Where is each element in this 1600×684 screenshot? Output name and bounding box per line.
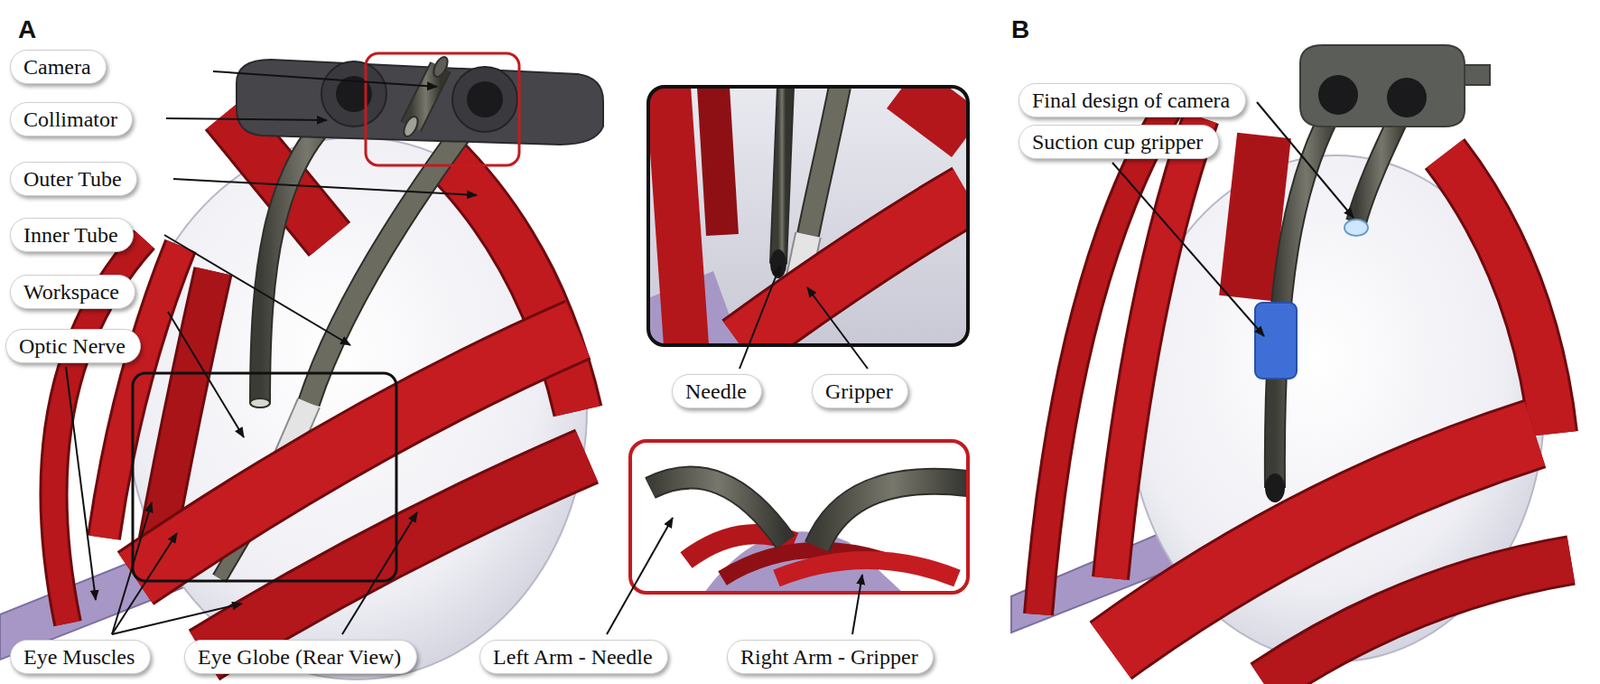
callout-text: Camera: [23, 55, 92, 79]
callout-text: Workspace: [23, 279, 120, 304]
outer-tube-label: Outer Tube: [9, 161, 138, 196]
collimator: [1300, 45, 1490, 127]
concentric-tubes: [1255, 99, 1407, 503]
camera-end: [1344, 219, 1368, 236]
gripper-label: Gripper: [811, 373, 909, 409]
needle-label: Needle: [671, 373, 763, 409]
callout-text: Eye Globe (Rear View): [197, 644, 401, 669]
inner-tube-label: Inner Tube: [9, 217, 134, 252]
inset-frame: [630, 440, 968, 593]
highlight-frame: [132, 372, 397, 581]
callout-text: Final design of camera: [1032, 88, 1230, 112]
callout-text: Collimator: [23, 107, 118, 131]
inset-frame: [648, 86, 968, 345]
highlight-frame: [365, 53, 520, 166]
callout-text: Inner Tube: [23, 223, 119, 247]
camera-tube: [400, 55, 451, 140]
eye-muscles: [1110, 433, 1572, 684]
callout-text: Eye Muscles: [23, 644, 135, 669]
eye-globe: [126, 137, 587, 680]
callout-text: Gripper: [825, 379, 894, 403]
panel-letter: A: [18, 16, 37, 44]
left-arm-label: Left Arm - Needle: [479, 639, 669, 674]
leader-arrows: [65, 71, 1354, 634]
eye-globe-label: Eye Globe (Rear View): [184, 639, 418, 674]
camera-label: Camera: [9, 49, 107, 84]
callout-text: Suction cup gripper: [1032, 130, 1203, 154]
eye-muscles-label: Eye Muscles: [9, 639, 151, 674]
workspace-label: Workspace: [9, 274, 136, 309]
inset-arms: [630, 440, 968, 593]
inset-closeup: [648, 86, 968, 345]
suction-cup: [1255, 302, 1297, 379]
panel-letter: B: [1011, 16, 1030, 44]
suction-gripper-label: Suction cup gripper: [1018, 124, 1219, 159]
callout-text: Outer Tube: [23, 167, 122, 191]
camera-design-label: Final design of camera: [1018, 83, 1247, 118]
callout-text: Right Arm - Gripper: [740, 644, 919, 669]
optic-nerve-label: Optic Nerve: [5, 328, 141, 363]
collimator-label: Collimator: [9, 102, 133, 137]
callout-text: Needle: [685, 379, 747, 403]
callout-text: Optic Nerve: [18, 334, 126, 358]
collimator: [236, 59, 604, 145]
callout-text: Left Arm - Needle: [493, 644, 653, 669]
right-arm-label: Right Arm - Gripper: [726, 639, 934, 674]
